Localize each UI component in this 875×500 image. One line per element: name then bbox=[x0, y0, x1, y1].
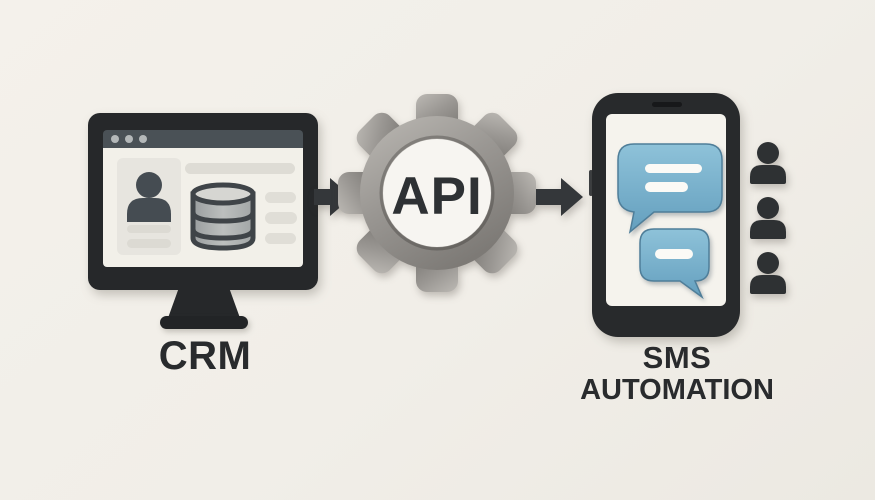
crm-monitor-icon bbox=[88, 113, 318, 290]
contact-card bbox=[117, 158, 181, 255]
window-dot-icon bbox=[125, 135, 133, 143]
window-dot-icon bbox=[111, 135, 119, 143]
sms-label-line1: SMS bbox=[642, 340, 712, 375]
chat-bubble-incoming bbox=[617, 143, 723, 234]
api-label: API bbox=[391, 167, 483, 226]
smartphone-icon bbox=[592, 93, 740, 337]
monitor-stand-neck bbox=[168, 290, 240, 318]
arrow-right-icon bbox=[536, 178, 583, 216]
browser-titlebar bbox=[103, 130, 303, 148]
user-icon bbox=[127, 172, 171, 222]
arrow-right-icon bbox=[314, 178, 352, 216]
user-icon bbox=[750, 197, 786, 239]
sms-label-line2: AUTOMATION bbox=[580, 374, 774, 406]
users-icon bbox=[750, 142, 786, 294]
gear-icon bbox=[338, 94, 536, 292]
text-line-placeholder bbox=[127, 225, 171, 233]
user-icon bbox=[750, 252, 786, 294]
phone-side-button bbox=[589, 170, 593, 196]
text-line-placeholder bbox=[265, 212, 297, 224]
text-line-placeholder bbox=[265, 192, 296, 203]
text-line-placeholder bbox=[127, 239, 171, 248]
phone-speaker-icon bbox=[652, 102, 682, 107]
sms-automation-label: SMS AUTOMATION bbox=[557, 341, 797, 407]
monitor-stand-base bbox=[160, 316, 248, 329]
text-line-placeholder bbox=[185, 163, 295, 174]
window-dot-icon bbox=[139, 135, 147, 143]
phone-screen bbox=[606, 114, 726, 306]
crm-content-area bbox=[103, 148, 303, 267]
database-icon bbox=[190, 182, 256, 251]
crm-browser-window bbox=[103, 130, 303, 267]
crm-label: CRM bbox=[158, 334, 252, 378]
chat-bubble-outgoing bbox=[639, 228, 710, 300]
text-line-placeholder bbox=[265, 233, 296, 244]
user-icon bbox=[750, 142, 786, 184]
chat-bubbles-icon bbox=[617, 143, 723, 300]
